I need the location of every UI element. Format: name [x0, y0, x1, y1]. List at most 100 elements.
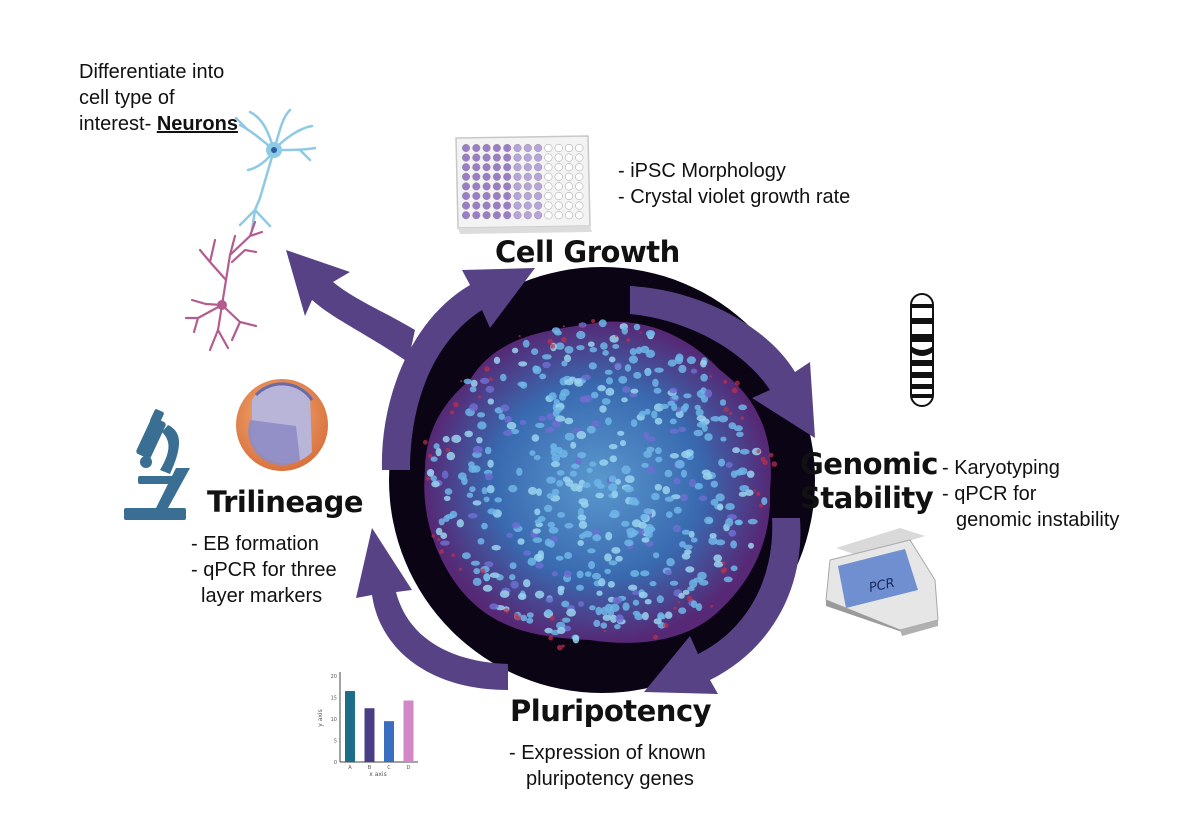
well [544, 153, 553, 162]
well [554, 191, 563, 201]
well [554, 182, 563, 191]
x-tick-label: D [407, 765, 411, 771]
membrane-stain [445, 447, 451, 453]
nucleus [576, 584, 584, 591]
differentiate-line-3-prefix: interest- [79, 113, 157, 135]
nucleus [623, 485, 634, 493]
nucleus [704, 389, 713, 398]
nucleus [710, 498, 719, 506]
nucleus [678, 607, 687, 614]
nucleus [624, 475, 635, 483]
trilineage-bullets: - EB formation - qPCR for three layer ma… [191, 531, 337, 609]
nucleus [612, 344, 620, 349]
nucleus [645, 330, 656, 337]
arrow-to-cell-growth [381, 268, 535, 470]
arrow-to-pluripotency [644, 518, 801, 694]
well [472, 143, 481, 153]
nucleus [517, 538, 525, 545]
nucleus [615, 614, 624, 623]
nucleus [431, 480, 440, 488]
nucleus [557, 587, 564, 596]
well [513, 191, 522, 201]
nucleus [700, 359, 707, 368]
nucleus [657, 613, 666, 620]
nucleus [545, 597, 554, 603]
nucleus [547, 521, 555, 528]
bar-B [364, 708, 375, 762]
nucleus [520, 381, 528, 389]
pcr-label: PCR [868, 576, 897, 596]
membrane-stain [422, 439, 428, 445]
nucleus [653, 387, 662, 394]
nucleus [621, 520, 630, 527]
nucleus [552, 409, 560, 418]
nucleus [706, 518, 714, 524]
nucleus [667, 359, 677, 367]
nucleus [600, 622, 608, 629]
well [554, 201, 563, 210]
nucleus [683, 544, 693, 550]
nucleus [477, 538, 485, 545]
nucleus [559, 392, 567, 401]
well [534, 201, 543, 210]
nucleus [666, 511, 673, 518]
membrane-stain [615, 334, 618, 338]
well [461, 143, 471, 153]
nucleus [517, 593, 527, 600]
nucleus [678, 592, 685, 599]
nucleus [435, 527, 443, 536]
nucleus [704, 433, 713, 441]
membrane-stain [431, 534, 435, 538]
nucleus [489, 572, 500, 578]
well [523, 143, 532, 153]
nucleus [615, 555, 623, 562]
nucleus [598, 319, 607, 328]
nucleus [529, 450, 536, 456]
nucleus [669, 387, 678, 394]
nucleus [547, 540, 555, 548]
nucleus [518, 361, 528, 367]
nucleus [608, 443, 618, 450]
nucleus [725, 462, 733, 468]
y-tick-label: 0 [334, 760, 337, 766]
membrane-stain [557, 644, 563, 651]
nucleus [531, 434, 540, 442]
nucleus [669, 418, 677, 425]
nucleus [564, 552, 573, 559]
nucleus [542, 361, 551, 369]
pluripotency-bullet-2: pluripotency genes [526, 768, 694, 790]
nucleus [734, 469, 744, 476]
well [564, 163, 574, 172]
nucleus [451, 434, 462, 443]
bar-C [384, 721, 394, 762]
nucleus [609, 455, 617, 463]
well [564, 191, 574, 201]
nucleus [651, 410, 658, 419]
nucleus [604, 369, 613, 375]
nucleus [624, 539, 634, 547]
nucleus [685, 449, 694, 457]
nucleus [556, 470, 565, 476]
well [534, 163, 543, 172]
well [523, 163, 532, 172]
nucleus [633, 371, 642, 379]
nucleus [494, 497, 503, 503]
nucleus [738, 491, 747, 497]
nucleus [611, 490, 619, 499]
genomic-bullet-3: genomic instability [956, 509, 1120, 531]
nucleus [555, 342, 565, 350]
membrane-stain [460, 380, 463, 383]
nucleus [602, 614, 612, 621]
nucleus [509, 562, 517, 570]
chart-x-axis-label: x axis [369, 771, 386, 778]
nucleus [487, 459, 494, 468]
nucleus [681, 529, 691, 535]
nucleus [725, 518, 734, 527]
nucleus [608, 512, 619, 518]
membrane-stain [450, 410, 454, 415]
well [523, 182, 532, 191]
nucleus [713, 561, 724, 568]
nucleus [577, 514, 587, 521]
nucleus [510, 580, 519, 589]
